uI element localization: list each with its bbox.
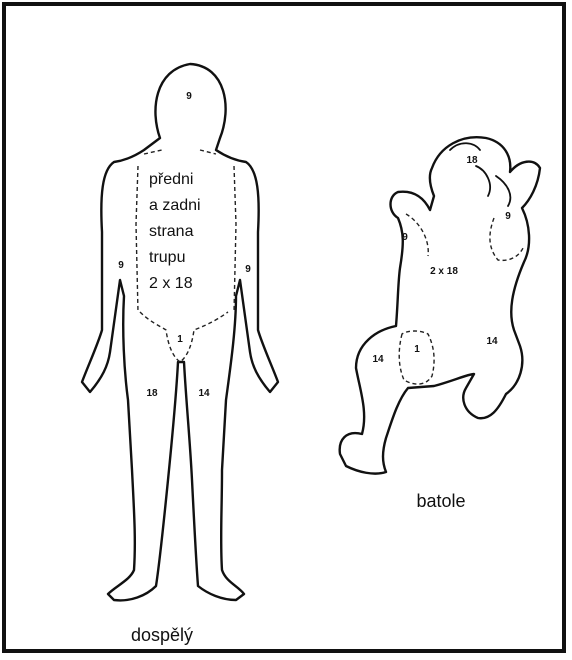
toddler-leg-right-label: 14 <box>372 354 384 365</box>
toddler-leg-left-label: 14 <box>486 336 498 347</box>
toddler-groin-label: 1 <box>414 344 420 355</box>
adult-trunk-label-5: 2 x 18 <box>149 275 193 292</box>
adult-head-label: 9 <box>186 91 192 102</box>
adult-arm-right-label: 9 <box>118 260 124 271</box>
adult-leg-right-label: 18 <box>146 388 158 399</box>
toddler-trunk-label: 2 x 18 <box>430 266 458 277</box>
toddler-arm-right-label: 9 <box>402 232 408 243</box>
frame-border <box>4 4 564 651</box>
adult-trunk-label-3: strana <box>149 223 194 240</box>
adult-trunk-label-1: předni <box>149 171 193 188</box>
toddler-caption: batole <box>416 491 465 511</box>
adult-groin-label: 1 <box>177 334 183 345</box>
adult-arm-left-label: 9 <box>245 264 251 275</box>
adult-trunk-label-4: trupu <box>149 249 185 266</box>
adult-caption: dospělý <box>131 625 193 645</box>
adult-leg-left-label: 14 <box>198 388 210 399</box>
toddler-head-label: 18 <box>466 155 478 166</box>
toddler-arm-left-label: 9 <box>505 211 511 222</box>
adult-trunk-label-2: a zadni <box>149 197 201 214</box>
